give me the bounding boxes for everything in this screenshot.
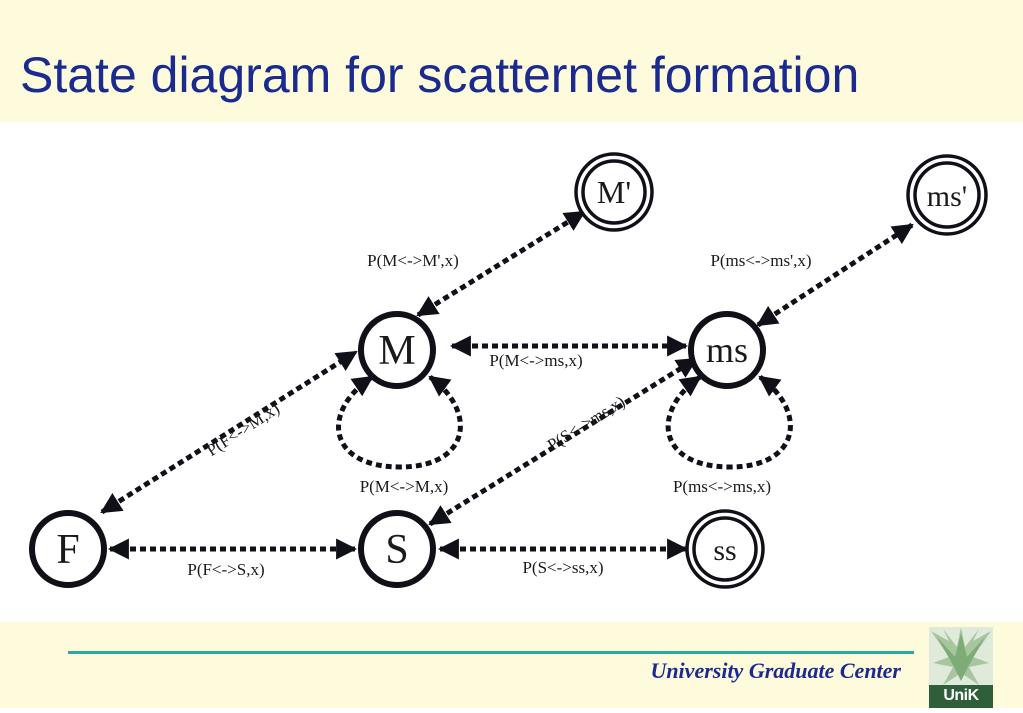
- state-label-mp: M': [597, 174, 631, 210]
- self-loop-ms: [665, 374, 793, 470]
- edge-label-f-m: P(F<->M,x): [203, 399, 283, 460]
- edge-label-s-ss: P(S<->ss,x): [522, 558, 603, 577]
- state-label-msp: ms': [927, 180, 967, 213]
- state-node-msp[interactable]: ms': [906, 154, 988, 236]
- state-label-m: M: [378, 328, 415, 374]
- edges: [100, 209, 914, 560]
- edge-m-mp: [416, 209, 586, 318]
- state-label-ms: ms: [706, 330, 748, 370]
- state-diagram: F S M ms M' ms' ss P(F: [29, 152, 988, 589]
- edge-label-ms-ms: P(ms<->ms,x): [673, 477, 771, 496]
- state-node-m[interactable]: M: [358, 311, 436, 389]
- edge-label-m-mp: P(M<->M',x): [367, 251, 459, 270]
- edge-label-s-ms: P(S<->ms,x): [544, 392, 628, 455]
- header-band: [0, 0, 1023, 122]
- edge-label-ms-msp: P(ms<->ms',x): [710, 251, 811, 270]
- edge-label-m-m: P(M<->M,x): [360, 477, 449, 496]
- unik-logo: UniK: [929, 627, 993, 708]
- footer-band: [0, 622, 1023, 708]
- footer-divider: [68, 651, 914, 654]
- state-label-ss: ss: [713, 534, 736, 567]
- nodes: F S M ms M' ms' ss: [29, 152, 988, 589]
- footer-organization: University Graduate Center: [650, 658, 901, 683]
- unik-logo-text: UniK: [943, 687, 979, 704]
- unik-logo-mark-icon: [929, 627, 993, 708]
- slide-title: State diagram for scatternet formation: [20, 47, 860, 103]
- state-node-ss[interactable]: ss: [685, 509, 765, 589]
- edge-f-m: [100, 349, 358, 515]
- state-label-f: F: [56, 527, 79, 573]
- state-label-s: S: [385, 527, 408, 573]
- self-loop-m: [336, 374, 463, 470]
- edge-s-ms: [428, 356, 698, 527]
- edge-label-m-ms: P(M<->ms,x): [489, 351, 582, 370]
- state-node-ms[interactable]: ms: [688, 311, 766, 389]
- edge-ms-msp: [756, 222, 914, 328]
- state-node-f[interactable]: F: [29, 510, 107, 588]
- state-node-mp[interactable]: M': [574, 152, 654, 232]
- state-node-s[interactable]: S: [358, 510, 436, 588]
- edge-label-f-s: P(F<->S,x): [187, 560, 264, 579]
